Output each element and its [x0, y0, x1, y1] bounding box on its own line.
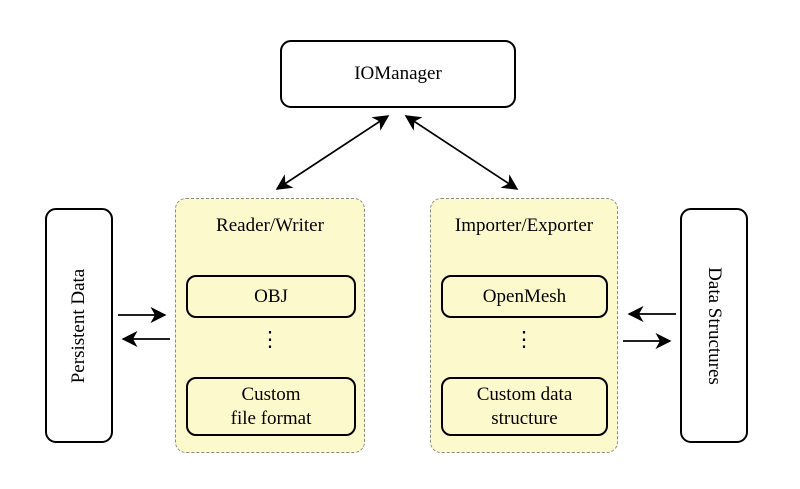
- importer-exporter-panel: Importer/Exporter OpenMesh ⋮ Custom data…: [430, 198, 618, 453]
- arrow-iomanager-importer-exporter: [404, 115, 519, 190]
- custom-data-structure-line2: structure: [491, 407, 558, 429]
- vertical-ellipsis: ⋮: [259, 327, 281, 351]
- openmesh-node: OpenMesh: [441, 275, 608, 318]
- custom-file-format-line1: Custom: [241, 384, 301, 406]
- persistent-data-label: Persistent Data: [68, 268, 89, 383]
- custom-data-structure-node: Custom data structure: [441, 377, 608, 436]
- obj-node: OBJ: [186, 275, 356, 318]
- importer-exporter-title: Importer/Exporter: [454, 215, 594, 236]
- openmesh-label: OpenMesh: [482, 285, 567, 307]
- vertical-ellipsis: ⋮: [513, 327, 535, 351]
- iomanager-node: IOManager: [280, 40, 516, 108]
- iomanager-label: IOManager: [354, 63, 442, 84]
- obj-label: OBJ: [254, 285, 288, 307]
- custom-data-structure-line1: Custom data: [476, 384, 573, 406]
- custom-file-format-node: Custom file format: [186, 377, 356, 436]
- data-structures-node: Data Structures: [680, 208, 748, 443]
- reader-writer-panel: Reader/Writer OBJ ⋮ Custom file format: [175, 198, 365, 453]
- arrow-iomanager-reader-writer: [275, 115, 390, 190]
- reader-writer-title: Reader/Writer: [216, 215, 324, 236]
- data-structures-label: Data Structures: [704, 266, 725, 385]
- custom-file-format-line2: file format: [230, 407, 312, 429]
- persistent-data-node: Persistent Data: [45, 208, 113, 443]
